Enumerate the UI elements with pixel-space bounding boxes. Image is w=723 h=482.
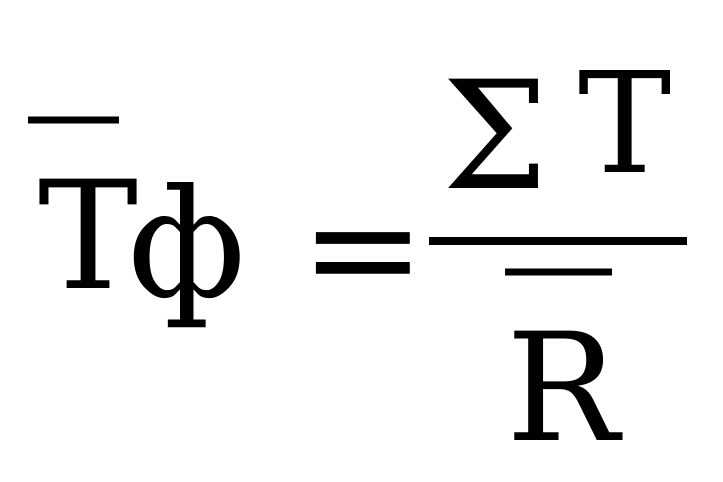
sum-symbol: Σ xyxy=(442,50,548,224)
denominator-variable: R xyxy=(506,302,623,476)
numerator-variable: T xyxy=(578,43,671,206)
lhs-variable: T xyxy=(38,150,138,324)
equals-sign: = xyxy=(300,162,426,336)
lhs-subscript: ф xyxy=(128,158,245,332)
